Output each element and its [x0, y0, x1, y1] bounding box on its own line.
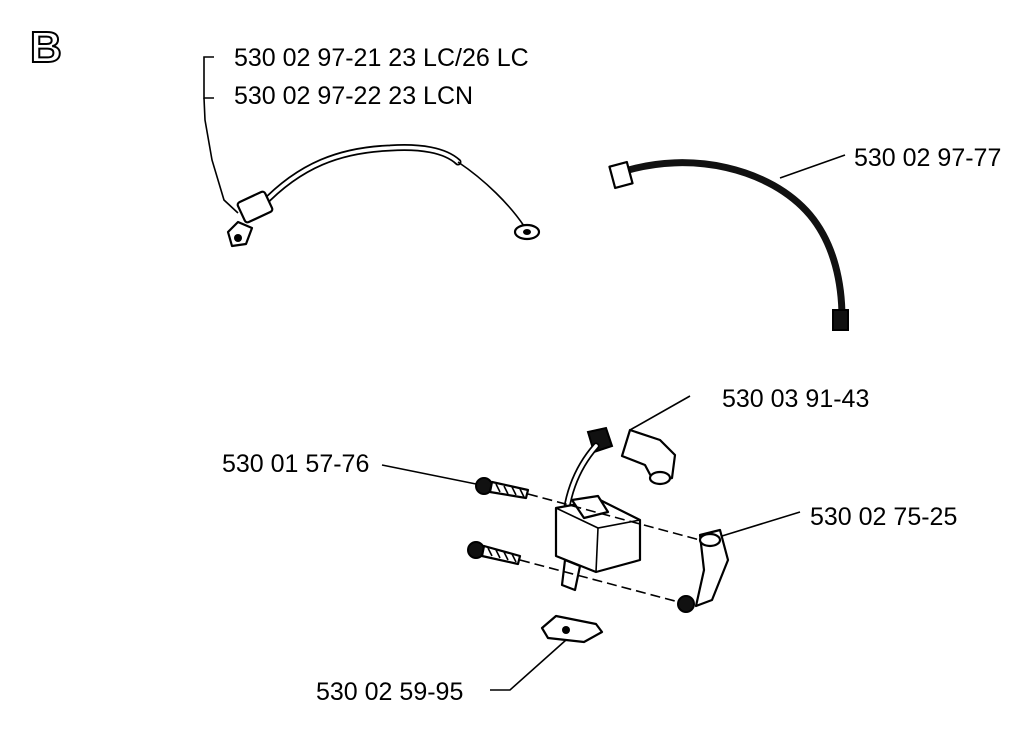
label-plate: 530 02 59-95 [316, 678, 463, 706]
label-cable-b: 530 02 97-22 23 LCN [234, 82, 473, 110]
long-hose [608, 154, 849, 331]
leader-screw [381, 464, 477, 485]
leader-clip [721, 511, 801, 537]
cable-leader-line [203, 97, 239, 214]
label-spark-cap: 530 03 91-43 [722, 385, 869, 413]
label-hose: 530 02 97-77 [854, 144, 1001, 172]
leader-spark-cap [629, 395, 691, 431]
short-ignition-cable [226, 144, 541, 248]
clip [677, 528, 730, 613]
ignition-coil-assembly [554, 426, 677, 592]
leader-plate [490, 639, 567, 691]
section-letter: B [30, 23, 62, 72]
screws [467, 477, 530, 566]
label-cable-a: 530 02 97-21 23 LC/26 LC [234, 44, 529, 72]
label-clip: 530 02 75-25 [810, 503, 957, 531]
plate [540, 614, 604, 644]
cable-label-bracket [203, 56, 214, 99]
label-screw: 530 01 57-76 [222, 450, 369, 478]
